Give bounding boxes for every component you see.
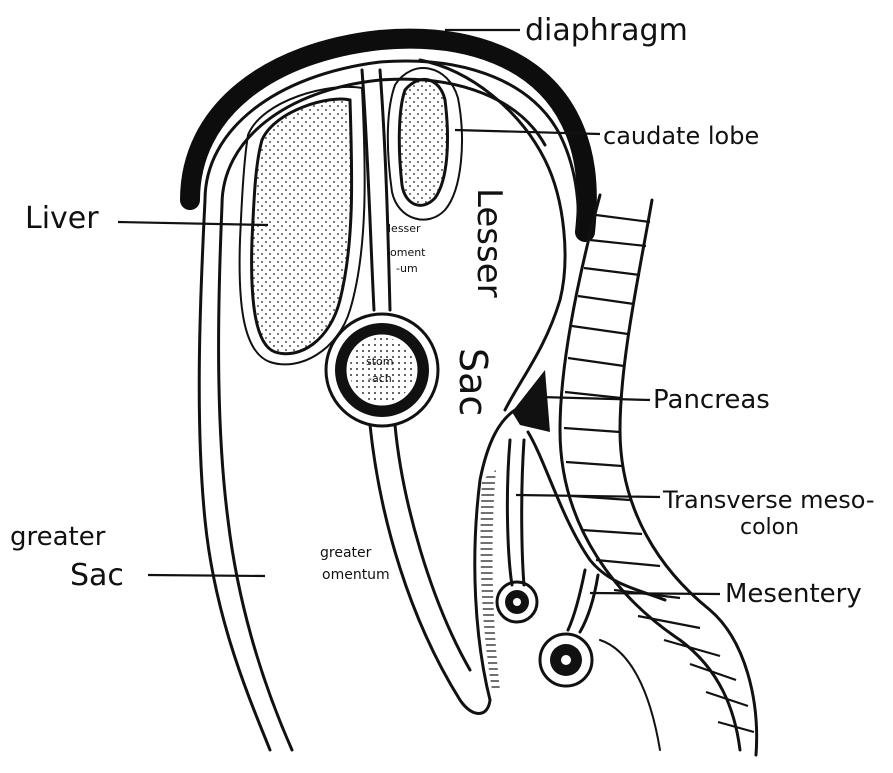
label-pancreas: Pancreas bbox=[653, 385, 770, 415]
leader-liver bbox=[118, 222, 268, 225]
stomach-lumen bbox=[348, 336, 416, 404]
liver-shape bbox=[252, 99, 352, 354]
greater-omentum-hatch bbox=[480, 470, 500, 690]
transverse-colon-lumen bbox=[513, 598, 521, 606]
label-stomach-2: -ach bbox=[368, 372, 392, 385]
greater-omentum-posterior bbox=[395, 425, 470, 670]
transverse-mesocolon-line-a bbox=[507, 440, 512, 585]
label-greater-omentum-1: greater bbox=[320, 545, 372, 561]
label-greater-sac-2: Sac bbox=[70, 558, 124, 593]
pelvic-peritoneum bbox=[600, 640, 660, 750]
label-lesser-omentum-1: lesser bbox=[388, 222, 421, 235]
leader-mesentery bbox=[590, 593, 720, 594]
label-transverse-mesocolon-2: colon bbox=[740, 515, 799, 540]
label-transverse-mesocolon-1: Transverse meso- bbox=[662, 486, 875, 514]
leader-transverse-mesocolon bbox=[516, 495, 660, 497]
posterior-peritoneum bbox=[528, 432, 665, 600]
label-lesser-sac-1: Lesser bbox=[469, 188, 509, 298]
leader-pancreas bbox=[540, 397, 650, 400]
spine-posterior-edge bbox=[620, 200, 757, 755]
label-lesser-sac-2: Sac bbox=[451, 348, 495, 416]
transverse-mesocolon-line-b bbox=[522, 440, 524, 585]
label-diaphragm: diaphragm bbox=[525, 13, 688, 48]
label-lesser-omentum-2: oment bbox=[390, 246, 426, 259]
label-lesser-omentum-3: -um bbox=[396, 262, 418, 275]
caudate-lobe-shape bbox=[399, 79, 447, 205]
small-intestine-lumen bbox=[561, 655, 571, 665]
lesser-omentum-line-right bbox=[380, 70, 390, 310]
label-liver: Liver bbox=[25, 201, 99, 236]
label-greater-sac-1: greater bbox=[10, 522, 106, 552]
spine-anterior-edge bbox=[560, 195, 740, 750]
label-mesentery: Mesentery bbox=[725, 579, 862, 609]
leader-greater-sac bbox=[148, 575, 265, 576]
mesentery-line-a bbox=[568, 570, 585, 630]
label-caudate-lobe: caudate lobe bbox=[603, 122, 759, 150]
pancreas-shape bbox=[512, 370, 550, 432]
label-greater-omentum-2: omentum bbox=[322, 567, 390, 583]
label-stomach-1: stom bbox=[366, 355, 394, 368]
